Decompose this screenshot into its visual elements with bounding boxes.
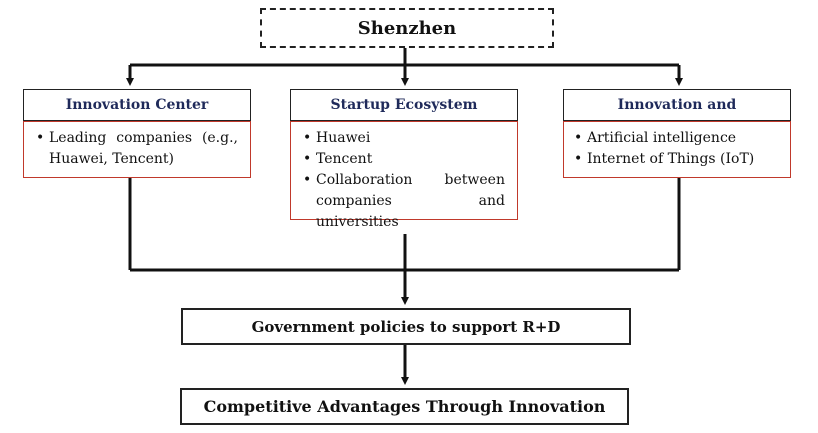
top-node-shenzhen: Shenzhen: [260, 8, 554, 48]
outcome-label: Competitive Advantages Through Innovatio…: [203, 397, 606, 416]
card-startup-ecosystem: Startup Ecosystem Huawei Tencent Collabo…: [290, 89, 518, 230]
policy-box: Government policies to support R+D: [181, 308, 631, 345]
card-title-text: Innovation Center: [65, 97, 209, 113]
list-item: Leading companies (e.g., Huawei, Tencent…: [36, 128, 238, 170]
list-item: Tencent: [303, 149, 505, 170]
card-innovation-center: Innovation Center Leading companies (e.g…: [23, 89, 251, 178]
card-title: Innovation and: [563, 89, 791, 121]
policy-label: Government policies to support R+D: [251, 317, 561, 336]
card-innovation-and: Innovation and Artificial intelligence I…: [563, 89, 791, 178]
card-body: Huawei Tencent Collaboration between com…: [290, 121, 518, 230]
card-title: Innovation Center: [23, 89, 251, 121]
card-title-text: Innovation and: [617, 97, 737, 113]
outcome-box: Competitive Advantages Through Innovatio…: [180, 388, 629, 425]
list-item: Internet of Things (IoT): [574, 149, 784, 170]
card-body: Artificial intelligence Internet of Thin…: [563, 121, 791, 178]
list-item: Collaboration between companies and univ…: [303, 170, 505, 233]
list-item: Huawei: [303, 128, 505, 149]
card-title-text: Startup Ecosystem: [330, 97, 478, 113]
top-node-label: Shenzhen: [357, 17, 457, 39]
card-title: Startup Ecosystem: [290, 89, 518, 121]
list-item: Artificial intelligence: [574, 128, 784, 149]
card-body: Leading companies (e.g., Huawei, Tencent…: [23, 121, 251, 178]
